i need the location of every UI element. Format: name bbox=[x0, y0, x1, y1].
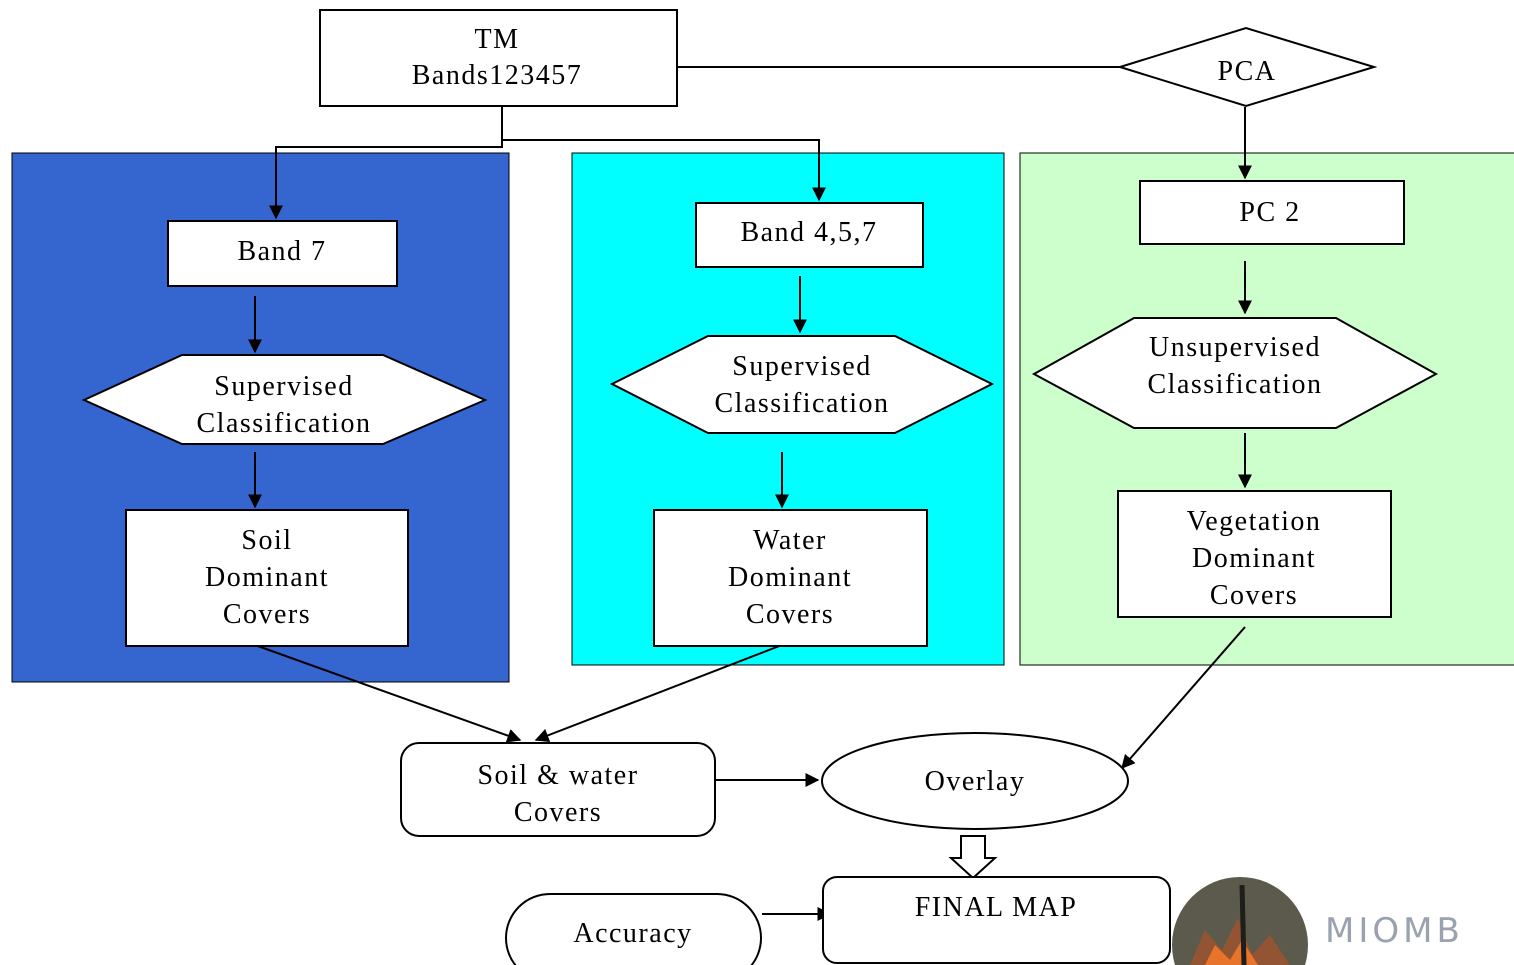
vegetation-dominant-covers-node[interactable]: Vegetation Dominant Covers bbox=[1117, 490, 1392, 618]
soil-covers-line1: Soil bbox=[241, 525, 292, 556]
supervised-classification-soil-node[interactable]: Supervised Classification bbox=[81, 354, 488, 445]
pc2-node[interactable]: PC 2 bbox=[1139, 180, 1405, 245]
soil-dominant-covers-node[interactable]: Soil Dominant Covers bbox=[125, 509, 409, 647]
unsupervised-line2: Classification bbox=[1148, 369, 1323, 400]
connectors bbox=[248, 66, 1252, 921]
overlay-label: Overlay bbox=[925, 766, 1026, 797]
soil-covers-line2: Dominant bbox=[205, 562, 329, 593]
accuracy-label: Accuracy bbox=[573, 918, 692, 949]
final-map-node[interactable]: FINAL MAP bbox=[822, 876, 1171, 964]
water-dominant-covers-node[interactable]: Water Dominant Covers bbox=[653, 509, 928, 647]
band7-label: Band 7 bbox=[237, 236, 326, 267]
unsupervised-line1: Unsupervised bbox=[1149, 332, 1321, 363]
overlay-node[interactable]: Overlay bbox=[821, 732, 1129, 830]
water-covers-line3: Covers bbox=[746, 599, 834, 630]
vegetation-covers-line2: Dominant bbox=[1192, 543, 1316, 574]
accuracy-node[interactable]: Accuracy bbox=[505, 893, 762, 965]
supervised-soil-line2: Classification bbox=[197, 408, 372, 439]
tm-bands-node[interactable]: TM Bands123457 bbox=[319, 9, 678, 107]
edge-vegetation-to-overlay bbox=[1121, 626, 1246, 770]
soil-covers-line3: Covers bbox=[223, 599, 311, 630]
logo: MIOMB bbox=[1172, 877, 1464, 965]
supervised-soil-line1: Supervised bbox=[214, 371, 353, 402]
edge-tm-to-band7 bbox=[269, 107, 503, 220]
supervised-water-line1: Supervised bbox=[732, 351, 871, 382]
unsupervised-classification-node[interactable]: Unsupervised Classification bbox=[1031, 317, 1439, 429]
edge-tm-to-band457 bbox=[502, 139, 826, 202]
vegetation-covers-line3: Covers bbox=[1210, 580, 1298, 611]
band457-label: Band 4,5,7 bbox=[740, 217, 877, 248]
edge-water-to-soilwater bbox=[534, 644, 783, 742]
water-covers-line2: Dominant bbox=[728, 562, 852, 593]
edge-soil-to-soilwater bbox=[254, 644, 522, 743]
final-map-label: FINAL MAP bbox=[915, 892, 1078, 923]
supervised-classification-water-node[interactable]: Supervised Classification bbox=[609, 335, 995, 434]
soil-water-covers-node[interactable]: Soil & water Covers bbox=[400, 742, 716, 837]
logo-text: MIOMB bbox=[1325, 911, 1464, 951]
vegetation-covers-line1: Vegetation bbox=[1187, 506, 1322, 537]
pc2-label: PC 2 bbox=[1239, 197, 1300, 228]
band457-node[interactable]: Band 4,5,7 bbox=[695, 202, 924, 268]
tm-bands-line1: TM bbox=[475, 24, 520, 55]
soil-water-line2: Covers bbox=[514, 797, 602, 828]
band7-node[interactable]: Band 7 bbox=[167, 220, 398, 287]
soil-water-line1: Soil & water bbox=[477, 760, 638, 791]
block-arrow-overlay-to-finalmap bbox=[948, 835, 998, 880]
supervised-water-line2: Classification bbox=[715, 388, 890, 419]
water-covers-line1: Water bbox=[753, 525, 827, 556]
pca-label: PCA bbox=[1218, 56, 1277, 87]
pca-node[interactable]: PCA bbox=[1116, 26, 1378, 108]
tm-bands-line2: Bands123457 bbox=[412, 60, 583, 91]
